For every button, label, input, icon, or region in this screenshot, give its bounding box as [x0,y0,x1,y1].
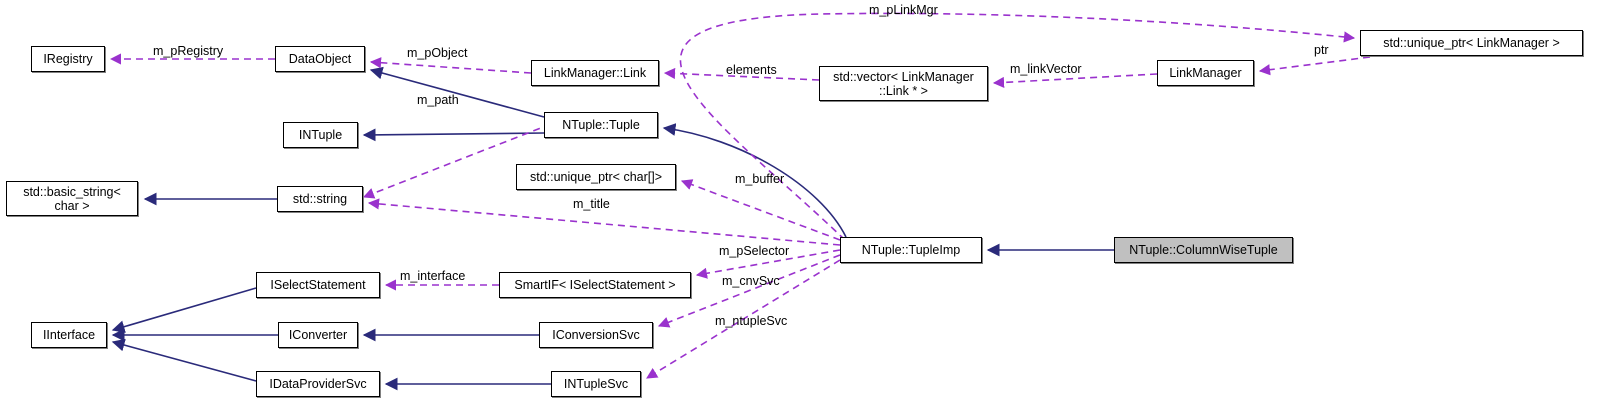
edge-label-m_cnvSvc: m_cnvSvc [722,274,780,288]
edge-lmlink-to-dataobject [369,57,532,74]
edge-tupleimp-to-ntupletuple [662,123,847,238]
class-node-iconverter[interactable]: IConverter [278,322,358,348]
edge-tupleimp-to-uniqueptrchar [680,179,841,241]
class-node-lmlink[interactable]: LinkManager::Link [531,60,659,86]
edge-label-m_pLinkMgr: m_pLinkMgr [869,3,938,17]
class-node-columnwisetuple[interactable]: NTuple::ColumnWiseTuple [1114,237,1293,263]
class-node-intuple[interactable]: INTuple [283,122,358,148]
edge-iselectstatement-to-iinterface [111,287,257,333]
class-node-linkmanager[interactable]: LinkManager [1157,60,1254,86]
edge-label-m_interface: m_interface [400,269,466,283]
class-node-basicstring[interactable]: std::basic_string< char > [6,181,138,216]
class-node-iregistry[interactable]: IRegistry [31,46,105,72]
class-node-tupleimp[interactable]: NTuple::TupleImp [840,237,982,263]
edge-tupleimp-to-smartif [695,249,841,279]
edge-label-m_linkVector: m_linkVector [1010,62,1082,76]
edge-label-m_pSelector: m_pSelector [719,244,790,258]
class-node-idataprovidersvc[interactable]: IDataProviderSvc [256,371,380,397]
edge-tupleimp-to-iconversionsvc [657,254,841,328]
edge-tupleimp-to-stdstring [367,198,841,246]
edge-label-ptr: ptr [1314,43,1329,57]
class-node-uniqueptrchar[interactable]: std::unique_ptr< char[]> [516,164,676,190]
edge-label-m_pRegistry: m_pRegistry [153,44,224,58]
edge-uniqueptrlm-to-linkmanager [1258,56,1371,76]
edge-label-m_ntupleSvc: m_ntupleSvc [715,314,788,328]
edge-ntupletuple-to-stdstring [362,123,552,199]
class-node-ntupletuple[interactable]: NTuple::Tuple [544,112,658,138]
edge-label-m_path: m_path [417,93,459,107]
usage-edges [109,12,1371,379]
edge-label-m_pObject: m_pObject [407,46,468,60]
edge-tupleimp-to-uniqueptrlm [679,12,1356,241]
class-node-intuplesvc[interactable]: INTupleSvc [551,371,641,397]
edge-ntupletuple-to-dataobject [369,66,545,118]
class-node-iconversionsvc[interactable]: IConversionSvc [539,322,653,348]
edge-ntupletuple-to-intuple [362,128,545,142]
class-node-dataobject[interactable]: DataObject [275,46,365,72]
inheritance-edges [111,66,1114,391]
edge-label-m_buffer: m_buffer [735,172,785,186]
edge-linkmanager-to-vectorlink [992,73,1158,89]
class-node-stdstring[interactable]: std::string [277,186,363,212]
edge-idataprovidersvc-to-iinterface [111,338,257,382]
class-node-iinterface[interactable]: IInterface [31,322,107,348]
edge-label-elements: elements [726,63,777,77]
edge-label-m_title: m_title [573,197,610,211]
class-node-iselectstatement[interactable]: ISelectStatement [256,272,380,298]
edge-vectorlink-to-lmlink [663,67,820,81]
class-node-vectorlink[interactable]: std::vector< LinkManager ::Link * > [819,66,988,101]
class-node-uniqueptrlm[interactable]: std::unique_ptr< LinkManager > [1360,30,1583,56]
edge-tupleimp-to-intuplesvc [646,259,841,379]
class-node-smartif[interactable]: SmartIF< ISelectStatement > [499,272,691,298]
